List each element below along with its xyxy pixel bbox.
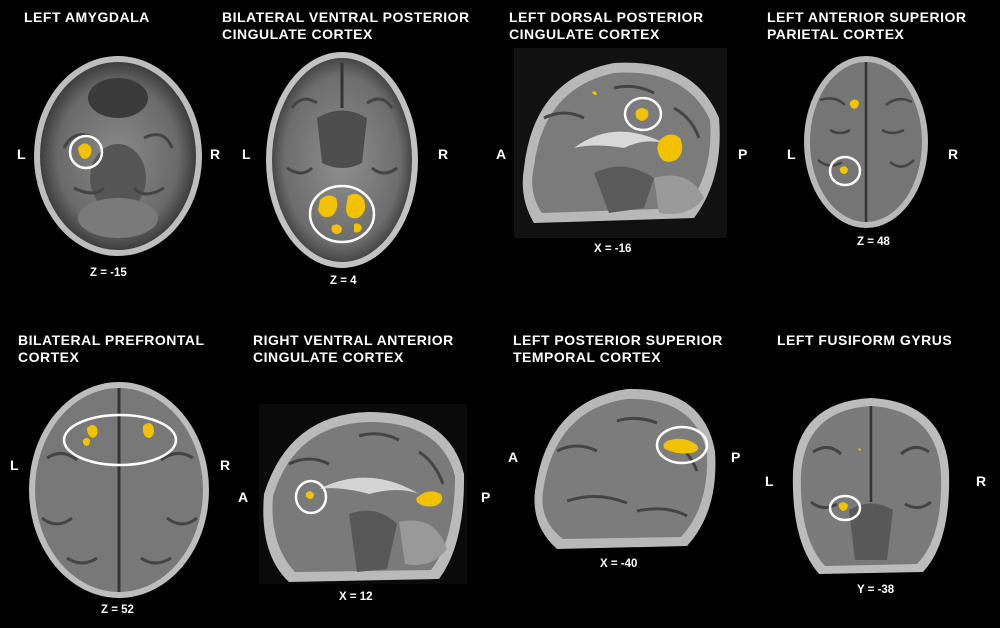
axial-brain-slice-image [804, 56, 928, 228]
highlight-ring [828, 494, 862, 522]
activation-blob [346, 193, 366, 219]
panel-subtitle: CINGULATE CORTEX [222, 26, 373, 42]
slice-coordinate: Z = -15 [90, 267, 127, 279]
panel-subtitle: CORTEX [18, 349, 80, 365]
orientation-right-label: R [948, 146, 959, 162]
slice-coordinate: X = -40 [600, 558, 638, 570]
panel-title: BILATERAL VENTRAL POSTERIOR [222, 9, 470, 25]
orientation-left-label: L [17, 146, 26, 162]
highlight-ring [62, 413, 178, 467]
slice-coordinate: Y = -38 [857, 584, 895, 596]
highlight-ring [68, 134, 104, 170]
slice-coordinate: Z = 52 [101, 604, 134, 616]
orientation-posterior-label: P [738, 146, 748, 162]
activation-blob [87, 425, 98, 438]
axial-brain-slice-image [266, 52, 418, 268]
slice-coordinate: Z = 48 [857, 236, 890, 248]
activation-blob [78, 143, 92, 159]
axial-brain-slice-image [29, 382, 209, 598]
sagittal-brain-slice-image [514, 48, 727, 238]
activation-blob [858, 448, 861, 451]
activation-blob [142, 423, 154, 438]
orientation-anterior-label: A [238, 489, 249, 505]
activation-blob [663, 438, 699, 454]
highlight-ring [623, 96, 663, 132]
highlight-ring [828, 155, 862, 187]
activation-blob [849, 99, 859, 109]
panel-subtitle: CINGULATE CORTEX [253, 349, 404, 365]
slice-coordinate: X = 12 [339, 591, 373, 603]
activation-blob [657, 134, 683, 162]
orientation-right-label: R [210, 146, 221, 162]
orientation-posterior-label: P [731, 449, 741, 465]
activation-blob [416, 491, 443, 507]
activation-blob [635, 108, 649, 121]
highlight-ring [294, 479, 328, 515]
sagittal-brain-slice-image [534, 388, 716, 549]
orientation-right-label: R [220, 457, 231, 473]
orientation-left-label: L [242, 146, 251, 162]
activation-blob [592, 91, 597, 96]
sagittal-brain-slice-image [259, 404, 467, 584]
slice-coordinate: Z = 4 [330, 275, 357, 287]
panel-title: LEFT DORSAL POSTERIOR [509, 9, 704, 25]
highlight-ring [308, 184, 376, 244]
panel-title: LEFT POSTERIOR SUPERIOR [513, 332, 723, 348]
panel-title: LEFT FUSIFORM GYRUS [777, 332, 953, 348]
panel-title: RIGHT VENTRAL ANTERIOR [253, 332, 454, 348]
activation-blob [305, 491, 314, 499]
panel-title: BILATERAL PREFRONTAL [18, 332, 205, 348]
activation-blob [354, 223, 362, 233]
activation-blob [331, 224, 342, 234]
orientation-posterior-label: P [481, 489, 491, 505]
orientation-anterior-label: A [496, 146, 507, 162]
panel-title: LEFT ANTERIOR SUPERIOR [767, 9, 967, 25]
orientation-left-label: L [765, 473, 774, 489]
orientation-right-label: R [976, 473, 987, 489]
activation-blob [82, 438, 90, 446]
coronal-brain-slice-image [792, 398, 950, 574]
panel-subtitle: CINGULATE CORTEX [509, 26, 660, 42]
axial-brain-slice-image [34, 56, 202, 256]
activation-blob [839, 166, 848, 174]
panel-subtitle: TEMPORAL CORTEX [513, 349, 662, 365]
orientation-anterior-label: A [508, 449, 519, 465]
orientation-left-label: L [787, 146, 796, 162]
activation-blob [318, 195, 338, 218]
panel-subtitle: PARIETAL CORTEX [767, 26, 905, 42]
orientation-right-label: R [438, 146, 449, 162]
slice-coordinate: X = -16 [594, 243, 632, 255]
highlight-ring [655, 425, 709, 465]
orientation-left-label: L [10, 457, 19, 473]
activation-blob [838, 502, 848, 511]
panel-title: LEFT AMYGDALA [24, 9, 150, 25]
